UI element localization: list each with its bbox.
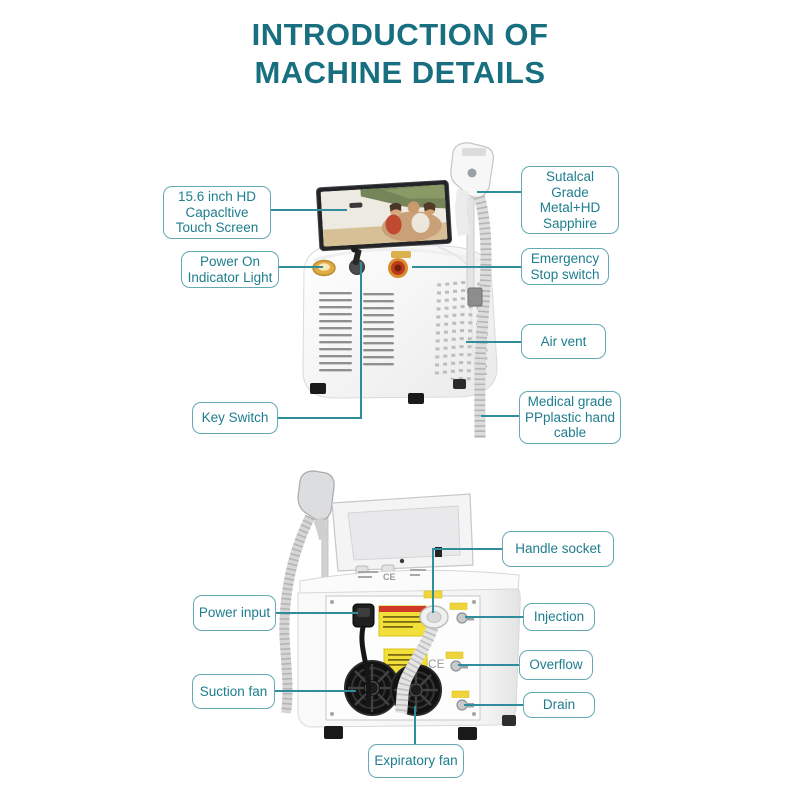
callout-suction-fan: Suction fan (192, 674, 275, 709)
connector-emergency (412, 266, 521, 268)
connector-sapphire (477, 191, 521, 193)
rear-handpiece (297, 470, 335, 521)
callout-power-input-label: Power input (198, 605, 271, 621)
cable-clamp (467, 287, 483, 307)
connector-overflow (458, 664, 519, 666)
page-title-line2: MACHINE DETAILS (254, 55, 546, 90)
connector-power-input (276, 612, 358, 614)
callout-emergency-label: Emergency Stop switch (530, 251, 600, 282)
panel-ce-mark: CE (428, 657, 445, 671)
connector-power-on (279, 266, 323, 268)
warning-sticker-1 (378, 605, 427, 637)
suction-fan (344, 660, 400, 716)
connector-air-vent (466, 341, 521, 343)
connector-touch-screen (271, 209, 347, 211)
callout-air-vent: Air vent (521, 324, 606, 359)
foot (458, 727, 477, 740)
power-input-socket (352, 603, 375, 708)
foot (502, 715, 516, 726)
screen-back-plug (435, 547, 442, 557)
handle-socket-flange (419, 605, 449, 629)
emergency-stop-button (388, 258, 408, 278)
stop-label-plate (391, 251, 411, 258)
front-vent-right (363, 293, 394, 366)
lid-ce-mark: CE (383, 572, 396, 582)
page-title-line1: INTRODUCTION OF (251, 17, 549, 52)
callout-suction-fan-label: Suction fan (199, 683, 268, 699)
machine-rear-illustration: CE CE (279, 470, 521, 740)
handpiece-neck (455, 188, 470, 237)
foot (324, 726, 343, 739)
callout-power-on-label: Power On Indicator Light (187, 254, 273, 285)
callout-handle-socket: Handle socket (502, 531, 614, 567)
handpiece-window (462, 148, 486, 156)
overflow-port (445, 651, 468, 672)
callout-power-input: Power input (193, 595, 276, 631)
hand-cable-ribs (472, 190, 492, 439)
callout-overflow: Overflow (519, 650, 593, 680)
screen-photo (320, 184, 448, 247)
callout-touch-screen: 15.6 inch HD Capacltive Touch Screen (163, 186, 271, 239)
screen-back-recess (347, 505, 461, 561)
power-cable (359, 626, 372, 708)
handpiece-button (467, 168, 477, 178)
connector-injection (465, 616, 523, 618)
callout-key-switch: Key Switch (192, 402, 278, 434)
touch-screen (316, 179, 453, 252)
callout-injection: Injection (523, 603, 595, 631)
callout-handle-socket-label: Handle socket (515, 541, 601, 557)
callout-power-on: Power On Indicator Light (181, 251, 279, 288)
screen-back-hole (399, 558, 405, 564)
callout-sapphire: Sutalcal Grade Metal+HD Sapphire (521, 166, 619, 234)
foot (408, 393, 424, 404)
callout-emergency: Emergency Stop switch (521, 248, 609, 285)
callout-expiratory-fan-label: Expiratory fan (374, 753, 458, 769)
machine-front-illustration (302, 142, 498, 439)
connector-key-switch-v (360, 262, 362, 419)
connector-handle-socket-v (432, 548, 434, 613)
injection-port (449, 602, 474, 624)
rear-handpiece-neck (313, 517, 329, 541)
panel-screws (330, 600, 476, 716)
callout-drain-label: Drain (542, 697, 576, 713)
connector-key-switch-h (278, 417, 362, 419)
connector-expiratory-fan (414, 706, 416, 744)
callout-hand-cable: Medical grade PPplastic hand cable (519, 391, 621, 444)
connector-drain (464, 704, 523, 706)
lid-markings (358, 569, 426, 578)
callout-touch-screen-label: 15.6 inch HD Capacltive Touch Screen (175, 189, 259, 235)
body-top-highlight (313, 248, 487, 264)
handpiece-pole (466, 197, 475, 294)
foot (310, 383, 326, 394)
foot (453, 379, 466, 389)
page-title: INTRODUCTION OF MACHINE DETAILS (0, 16, 800, 92)
callout-key-switch-label: Key Switch (201, 410, 269, 426)
callout-expiratory-fan: Expiratory fan (368, 744, 464, 778)
drain-port (451, 690, 474, 711)
callout-overflow-label: Overflow (529, 657, 583, 673)
callout-sapphire-label: Sutalcal Grade Metal+HD Sapphire (539, 169, 601, 231)
callout-injection-label: Injection (533, 609, 585, 625)
handle-hose (395, 621, 440, 714)
connector-suction-fan (275, 690, 356, 692)
callout-hand-cable-label: Medical grade PPplastic hand cable (524, 394, 616, 440)
callout-drain: Drain (523, 692, 595, 718)
front-vent-left (319, 292, 352, 372)
power-indicator-light (312, 259, 336, 277)
connector-handle-socket-h (432, 548, 502, 550)
rear-hand-cable-ribs (279, 514, 315, 714)
connector-hand-cable (481, 415, 519, 417)
callout-air-vent-label: Air vent (540, 333, 587, 349)
